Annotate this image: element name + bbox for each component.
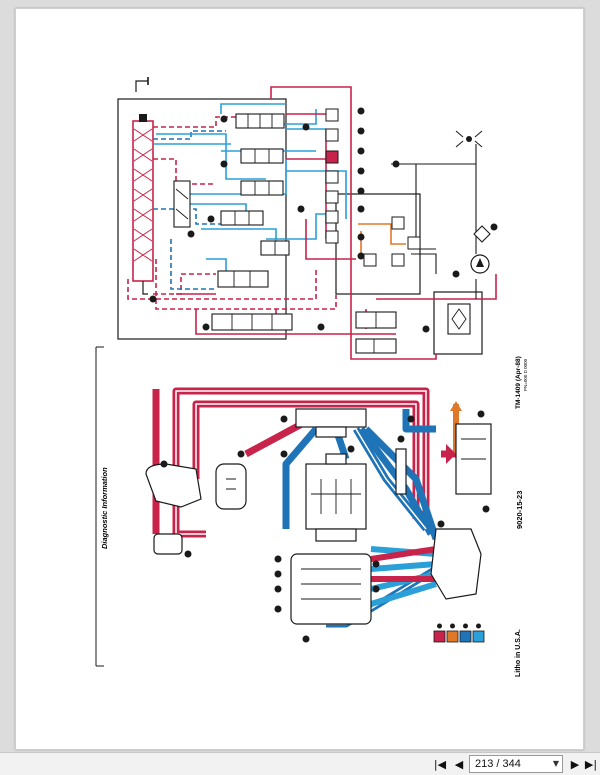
previous-page-button[interactable]: ◀ [451,757,467,772]
last-page-icon: ▶| [584,758,598,771]
document-page: Diagnostic Information Litho in U.S.A. 9… [15,8,584,750]
last-page-button[interactable]: ▶| [583,757,599,772]
pdf-toolbar: |◀ ◀ 213 / 344 ▼ ▶ ▶| [0,752,600,775]
first-page-icon: |◀ [433,758,447,771]
page-indicator: 213 / 344 [475,758,521,770]
hydraulic-schematic [95,77,498,667]
footer-right-text: TM-1409 (Apr-88) [515,356,522,409]
first-page-button[interactable]: |◀ [432,757,448,772]
footer-left-text: Litho in U.S.A. [515,629,522,677]
section-title: Diagnostic Information [100,467,109,549]
chevron-down-icon: ▼ [552,759,559,768]
lower-pictorial [95,346,492,667]
upper-schematic [117,77,498,360]
next-page-icon: ▶ [570,758,580,771]
color-legend [433,623,485,643]
previous-page-icon: ◀ [454,758,464,771]
footer-center-text: 9020-15-23 [515,490,524,529]
page-number-select[interactable]: 213 / 344 ▼ [469,755,563,773]
next-page-button[interactable]: ▶ [567,757,583,772]
footer-right-subtext: PN=000 D 0000 [523,358,528,391]
